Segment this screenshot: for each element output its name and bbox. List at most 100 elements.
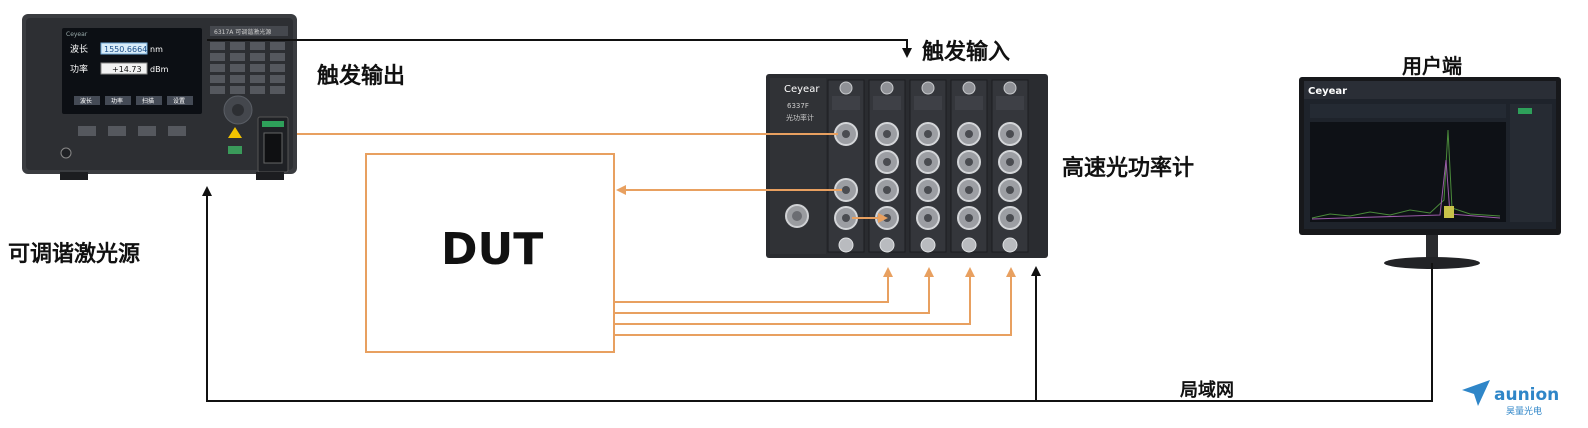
softkey-3: 扫描	[142, 97, 154, 105]
keypad-key	[250, 64, 265, 72]
bnc-connector-core	[1006, 214, 1014, 222]
bnc-connector-core	[924, 158, 932, 166]
module-top-connector	[880, 81, 894, 95]
wavelength-label: 波长	[70, 43, 88, 55]
optical-input-port	[1002, 237, 1018, 253]
keypad-key	[230, 42, 245, 50]
keypad-key	[250, 75, 265, 83]
power-unit: dBm	[150, 65, 169, 74]
keypad-key	[270, 64, 285, 72]
keypad-key	[270, 86, 285, 94]
bnc-connector-core	[883, 186, 891, 194]
module-top-connector	[1003, 81, 1017, 95]
softkey-1: 波长	[80, 97, 92, 105]
logo-sub: 昊量光电	[1506, 405, 1542, 417]
softkey-2: 功率	[111, 97, 123, 105]
keypad-key	[210, 75, 225, 83]
meter-brand: Ceyear	[784, 84, 820, 95]
module-top-connector	[962, 81, 976, 95]
power-meter-device: Ceyear 6337F 光功率计	[766, 74, 1048, 258]
electrical-links	[202, 39, 1433, 402]
dut-to-ch3-link	[614, 267, 975, 325]
keypad-key	[230, 53, 245, 61]
optical-input-port	[879, 237, 895, 253]
bnc-connector-core	[842, 214, 850, 222]
bnc-connector-core	[883, 130, 891, 138]
aunion-logo: aunion 昊量光电	[1462, 380, 1559, 417]
keypad-key	[270, 42, 285, 50]
meter-name: 光功率计	[786, 113, 814, 122]
user-monitor: Ceyear	[1299, 77, 1561, 269]
bnc-connector-core	[965, 214, 973, 222]
module-label-plate	[832, 96, 860, 110]
laser-brand-text: Ceyear	[66, 31, 88, 38]
laser-source-label: 可调谐激光源	[8, 242, 141, 267]
laser-keypad	[210, 42, 285, 94]
laser-source-device: Ceyear 波长 1550.6664 nm 功率 +14.73 dBm 波长 …	[22, 14, 297, 180]
bnc-connector-core	[924, 214, 932, 222]
bnc-connector-core	[924, 130, 932, 138]
dut-to-ch1-link	[614, 267, 893, 303]
paper-plane-icon	[1462, 380, 1490, 406]
trigger-link	[207, 39, 912, 58]
user-terminal-label: 用户端	[1402, 54, 1462, 78]
meter-model: 6337F	[787, 102, 809, 110]
softkey-4: 设置	[173, 97, 185, 105]
lan-label: 局域网	[1180, 380, 1234, 401]
optical-input-port	[838, 237, 854, 253]
bnc-connector-core	[1006, 186, 1014, 194]
dut-to-ch4-link	[614, 267, 1016, 336]
meter-modules	[827, 79, 1029, 253]
wavelength-unit: nm	[150, 45, 163, 54]
module-top-connector	[921, 81, 935, 95]
dut-box	[365, 153, 615, 353]
bnc-connector-core	[1006, 130, 1014, 138]
monitor-brand: Ceyear	[1308, 86, 1347, 97]
bnc-connector-core	[883, 158, 891, 166]
module-top-connector	[839, 81, 853, 95]
laser-warning-icon	[228, 127, 242, 138]
keypad-key	[210, 42, 225, 50]
keypad-key	[270, 75, 285, 83]
bnc-connector-core	[924, 186, 932, 194]
keypad-key	[210, 64, 225, 72]
wavelength-value: 1550.6664	[104, 45, 147, 54]
keypad-key	[210, 53, 225, 61]
keypad-key	[250, 53, 265, 61]
power-button-icon	[60, 147, 72, 159]
keypad-key	[230, 75, 245, 83]
logo-name: aunion	[1494, 385, 1559, 405]
module-label-plate	[914, 96, 942, 110]
dut-label: DUT	[441, 224, 544, 275]
bnc-connector-core	[842, 186, 850, 194]
power-value: +14.73	[112, 65, 142, 74]
power-meter-label: 高速光功率计	[1062, 156, 1195, 181]
dut-to-ch2-link	[614, 267, 934, 314]
bnc-connector-core	[842, 130, 850, 138]
keypad-key	[270, 53, 285, 61]
bnc-connector-core	[1006, 158, 1014, 166]
bnc-connector-core	[965, 186, 973, 194]
optical-input-port	[920, 237, 936, 253]
keypad-key	[210, 86, 225, 94]
keypad-key	[230, 64, 245, 72]
bnc-connector-core	[965, 158, 973, 166]
trigger-in-label: 触发输入	[922, 40, 1011, 65]
trigger-out-label: 触发输出	[317, 64, 406, 89]
bnc-connector-core	[965, 130, 973, 138]
keypad-key	[230, 86, 245, 94]
power-label: 功率	[70, 63, 88, 75]
laser-softkeys: 波长 功率 扫描 设置	[74, 96, 193, 105]
keypad-key	[250, 42, 265, 50]
module-label-plate	[873, 96, 901, 110]
module-label-plate	[955, 96, 983, 110]
lan-link-to-laser	[202, 186, 1433, 402]
keypad-key	[250, 86, 265, 94]
optical-links	[297, 133, 1016, 336]
optical-input-port	[961, 237, 977, 253]
module-label-plate	[996, 96, 1024, 110]
laser-model-badge: 6317A 可调谐激光源	[214, 28, 271, 36]
monitor-plot-area	[1310, 122, 1506, 222]
